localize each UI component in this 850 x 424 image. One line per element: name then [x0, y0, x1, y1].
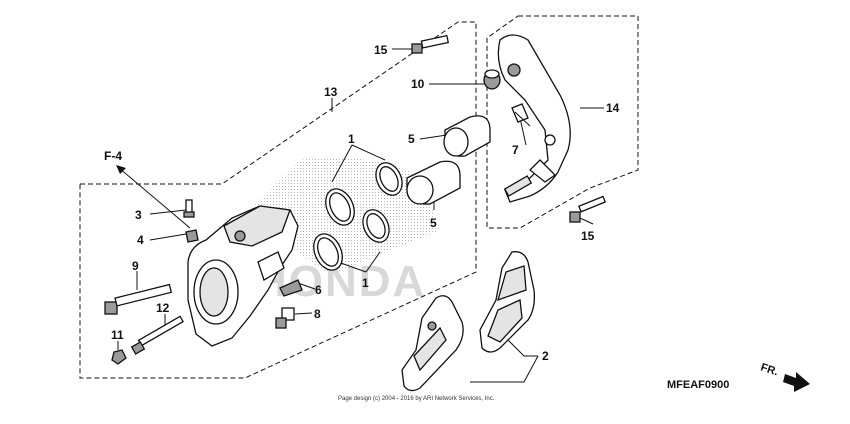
- callout-3: 3: [135, 208, 142, 222]
- bleeder-valve: [183, 199, 195, 218]
- callout-4: 4: [137, 233, 144, 247]
- caliper-bracket: [497, 34, 571, 203]
- callout-1: 1: [348, 132, 355, 146]
- brake-pad-set: [401, 251, 536, 392]
- callout-5-lower: 5: [430, 216, 437, 230]
- callout-6: 6: [315, 283, 322, 297]
- front-direction-arrow-icon: [783, 372, 810, 392]
- callout-2: 2: [542, 349, 549, 363]
- leader-lines: [116, 48, 604, 383]
- caliper-pin-nut: [111, 349, 127, 365]
- callout-11: 11: [111, 328, 124, 342]
- callout-8: 9: [132, 259, 139, 273]
- pad-pin-plug: [279, 279, 303, 297]
- piston-seals: [313, 162, 403, 271]
- bleeder-cap: [185, 229, 199, 243]
- caliper-bolt: [104, 283, 173, 315]
- callout-15: 15: [374, 43, 388, 57]
- callout-1-lower: 1: [362, 276, 369, 290]
- callout-12: 12: [156, 301, 170, 315]
- reference-label: F-4: [104, 149, 122, 163]
- callout-10: 10: [411, 77, 425, 91]
- caliper-body: [187, 205, 299, 347]
- diagram-code: MFEAF0900: [667, 379, 729, 391]
- copyright-notice: Page design (c) 2004 - 2016 by ARI Netwo…: [338, 396, 495, 402]
- bracket-bolt-lower: [569, 195, 607, 223]
- callout-15-lower: 15: [581, 229, 595, 243]
- callout-numbers: 15 13 1 5 10 7 14 5 3 4 1 6 8 9 12 11 2 …: [111, 43, 620, 363]
- callout-14: 14: [606, 101, 620, 115]
- callout-13: 13: [324, 85, 338, 99]
- caliper-piston-upper: [443, 115, 491, 157]
- caliper-pin: [130, 315, 184, 355]
- pad-retainer-spring: [511, 103, 531, 127]
- callout-9: 8: [314, 307, 321, 321]
- callout-5: 5: [408, 132, 415, 146]
- bracket-boot: [483, 69, 501, 90]
- bracket-group-outline: [486, 15, 639, 229]
- bracket-bolt-upper: [411, 34, 450, 54]
- caliper-piston-lower: [406, 160, 461, 205]
- pad-pin-bolt: [275, 307, 295, 329]
- callout-7: 7: [512, 143, 519, 157]
- front-direction-label: FR.: [759, 361, 780, 378]
